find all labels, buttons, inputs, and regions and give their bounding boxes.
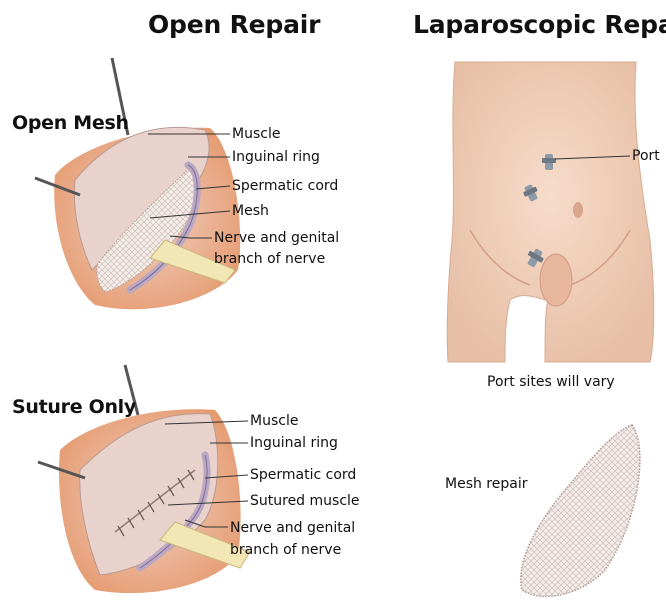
so-label-spermatic-cord: Spermatic cord <box>250 467 356 484</box>
om-label-inguinal-ring: Inguinal ring <box>232 149 320 166</box>
om-label-spermatic-cord: Spermatic cord <box>232 178 338 195</box>
torso-navel <box>573 202 583 218</box>
torso-genitals <box>540 254 572 306</box>
laparoscopic-torso-illustration <box>447 62 654 362</box>
lap-mesh-shape <box>521 425 640 596</box>
mesh-repair-label: Mesh repair <box>445 476 527 492</box>
om-label-nerve-branch: branch of nerve <box>214 251 325 268</box>
om-label-muscle: Muscle <box>232 126 280 143</box>
so-label-sutured-muscle: Sutured muscle <box>250 493 360 510</box>
om-label-mesh: Mesh <box>232 203 269 220</box>
so-label-nerve: Nerve and genital <box>230 520 355 537</box>
heading-laparoscopic-repair: Laparoscopic Repair <box>413 10 666 39</box>
port-label: Port <box>632 148 660 165</box>
om-label-nerve: Nerve and genital <box>214 230 339 247</box>
torso-body <box>447 62 654 362</box>
heading-open-repair: Open Repair <box>148 10 320 39</box>
open-mesh-title: Open Mesh <box>12 112 129 134</box>
so-label-nerve-branch: branch of nerve <box>230 542 341 559</box>
port-sites-caption: Port sites will vary <box>487 374 615 390</box>
laparoscopic-mesh-illustration <box>521 425 640 596</box>
so-label-muscle: Muscle <box>250 413 298 430</box>
so-label-inguinal-ring: Inguinal ring <box>250 435 338 452</box>
suture-only-title: Suture Only <box>12 396 136 418</box>
open-mesh-illustration <box>35 58 240 309</box>
